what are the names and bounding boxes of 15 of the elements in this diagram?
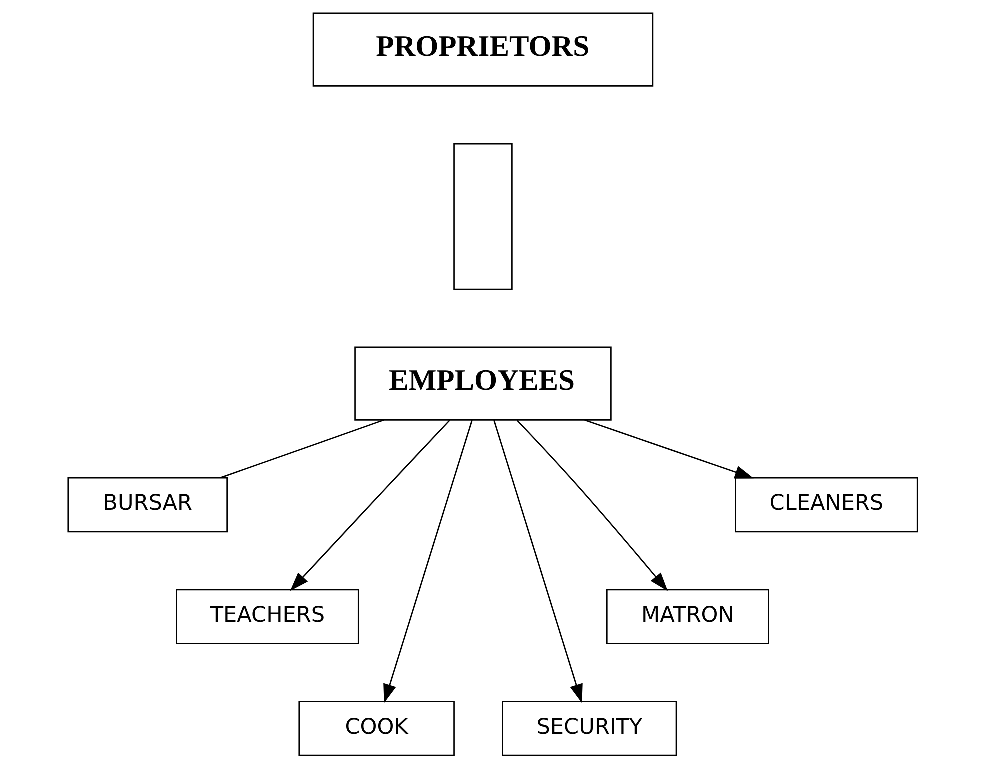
node-box: MATRON bbox=[606, 589, 769, 644]
node-box: TEACHERS bbox=[176, 589, 359, 644]
node-box bbox=[453, 143, 512, 290]
arrow bbox=[290, 420, 450, 592]
arrow bbox=[383, 420, 472, 704]
arrow bbox=[493, 420, 582, 704]
connector bbox=[220, 420, 384, 479]
node-box: PROPRIETORS bbox=[312, 12, 654, 87]
node-box: CLEANERS bbox=[734, 477, 918, 533]
node-box: BURSAR bbox=[67, 477, 228, 533]
node-box: COOK bbox=[298, 701, 454, 756]
arrow bbox=[584, 420, 754, 479]
arrow bbox=[516, 420, 668, 592]
node-box: SECURITY bbox=[502, 701, 677, 756]
node-box: EMPLOYEES bbox=[354, 346, 612, 421]
